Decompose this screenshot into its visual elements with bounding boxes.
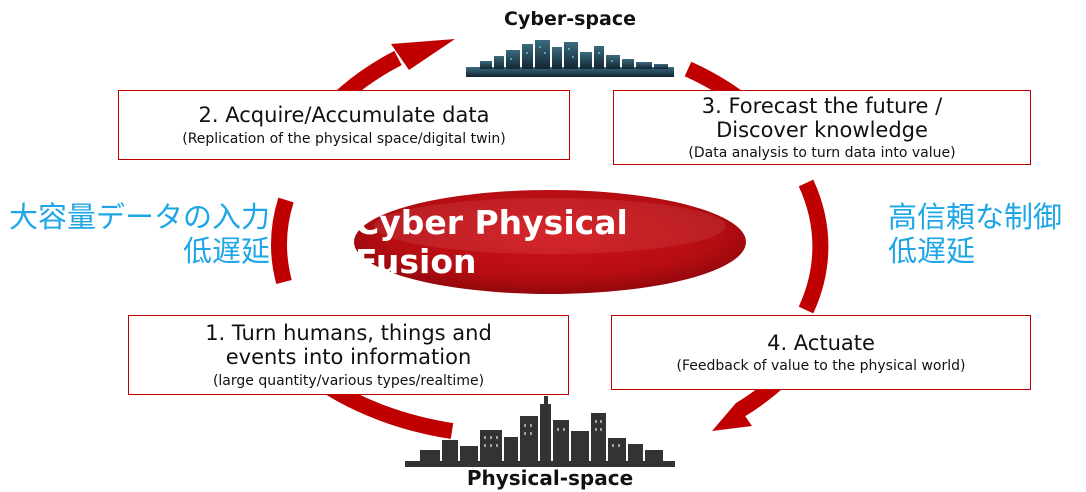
cyber-skyline bbox=[466, 40, 674, 77]
step-4-box: 4. Actuate (Feedback of value to the phy… bbox=[611, 315, 1031, 390]
arrow-right bbox=[798, 179, 829, 314]
cyber-space-title: Cyber-space bbox=[504, 8, 636, 30]
center-ellipse-label-wrap: Cyber Physical Fusion bbox=[355, 192, 745, 292]
left-note-line2: 低遅延 bbox=[182, 234, 270, 269]
right-note-line1: 高信頼な制御 bbox=[888, 200, 1063, 234]
physical-space-title: Physical-space bbox=[466, 466, 634, 490]
right-note: 高信頼な制御 低遅延 bbox=[888, 200, 1078, 268]
step-1-box: 1. Turn humans, things and events into i… bbox=[128, 315, 569, 395]
left-note-line1: 大容量データの入力 bbox=[8, 200, 270, 234]
arrow-bottom-right-head bbox=[712, 403, 752, 431]
arrow-left bbox=[271, 197, 294, 285]
step-2-box: 2. Acquire/Accumulate data (Replication … bbox=[118, 90, 570, 160]
step-2-subtitle: (Replication of the physical space/digit… bbox=[182, 130, 506, 147]
arrow-top-left-head bbox=[391, 39, 455, 70]
center-label: Cyber Physical Fusion bbox=[355, 203, 628, 281]
left-note: 大容量データの入力 低遅延 bbox=[8, 200, 270, 268]
step-3-box: 3. Forecast the future / Discover knowle… bbox=[613, 90, 1031, 165]
step-1-subtitle: (large quantity/various types/realtime) bbox=[212, 372, 485, 389]
step-3-subtitle: (Data analysis to turn data into value) bbox=[688, 145, 956, 162]
center-ellipse bbox=[354, 190, 746, 294]
step-4-subtitle: (Feedback of value to the physical world… bbox=[676, 358, 966, 375]
right-note-line2: 低遅延 bbox=[888, 234, 976, 269]
step-2-title: 2. Acquire/Accumulate data bbox=[198, 103, 490, 128]
physical-skyline bbox=[405, 396, 675, 467]
step-3-title: 3. Forecast the future / Discover knowle… bbox=[701, 93, 943, 142]
step-1-title: 1. Turn humans, things and events into i… bbox=[205, 321, 492, 370]
step-4-title: 4. Actuate bbox=[767, 330, 875, 355]
